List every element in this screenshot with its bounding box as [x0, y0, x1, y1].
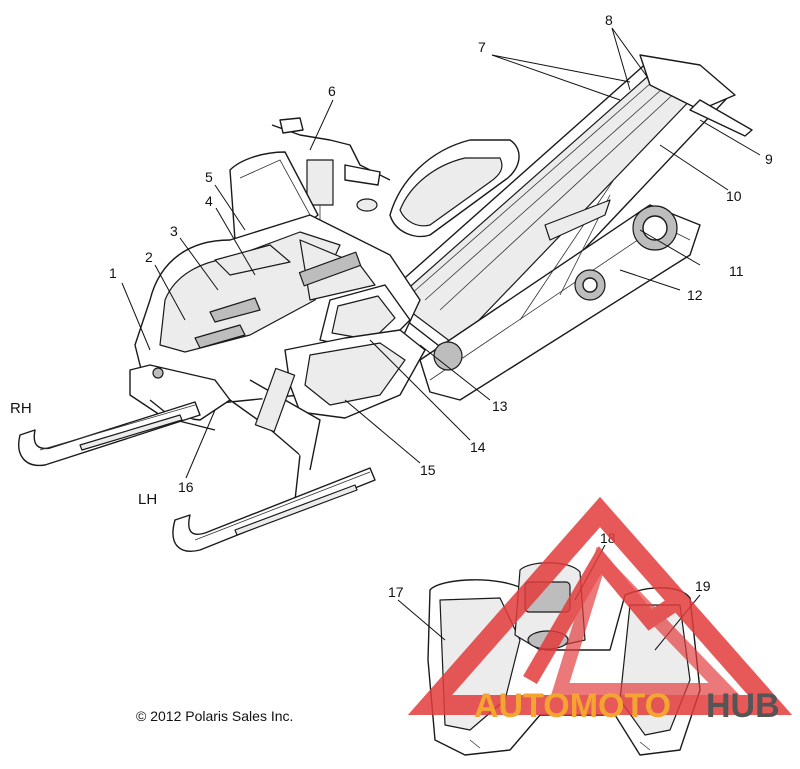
callout-13: 13	[492, 398, 508, 414]
track	[419, 177, 701, 401]
watermark-logo	[407, 496, 793, 715]
left-hand-label: LH	[138, 491, 157, 508]
right-ski	[18, 401, 201, 467]
watermark-text-primary: AUTOMOTO	[474, 687, 671, 725]
leader-lines	[121, 27, 761, 651]
callout-1: 1	[109, 265, 117, 281]
headlight	[152, 367, 164, 379]
callout-2: 2	[145, 249, 153, 265]
callout-5: 5	[205, 169, 213, 185]
callout-8: 8	[605, 12, 613, 28]
copyright-notice: © 2012 Polaris Sales Inc.	[136, 708, 293, 724]
callout-9: 9	[765, 151, 773, 167]
callout-15: 15	[420, 462, 436, 478]
fuel-cap	[356, 198, 378, 212]
snowmobile-illustration	[18, 54, 753, 552]
left-ski	[172, 467, 376, 552]
tunnel	[379, 54, 753, 371]
seat	[389, 139, 520, 238]
callout-12: 12	[687, 287, 703, 303]
callout-17: 17	[388, 584, 404, 600]
watermark-zigzag	[523, 546, 685, 685]
callout-3: 3	[170, 223, 178, 239]
callout-11: 11	[729, 263, 744, 279]
handlebar	[271, 117, 391, 225]
watermark-triangle-outer	[407, 496, 793, 715]
watermark-triangle-inner	[550, 546, 742, 697]
side-panel	[284, 329, 426, 419]
callout-6: 6	[328, 83, 336, 99]
callout-14: 14	[470, 439, 486, 455]
callout-16: 16	[178, 479, 194, 495]
callout-10: 10	[726, 188, 742, 204]
callout-4: 4	[205, 193, 213, 209]
callout-19: 19	[695, 578, 711, 594]
callout-7: 7	[478, 39, 486, 55]
watermark-text-secondary: HUB	[706, 687, 780, 725]
right-hand-label: RH	[10, 400, 32, 417]
callout-labels: 1 2 3 4 5 6 7 8 9 10 11 12 13 14 15 16 1…	[109, 12, 773, 600]
